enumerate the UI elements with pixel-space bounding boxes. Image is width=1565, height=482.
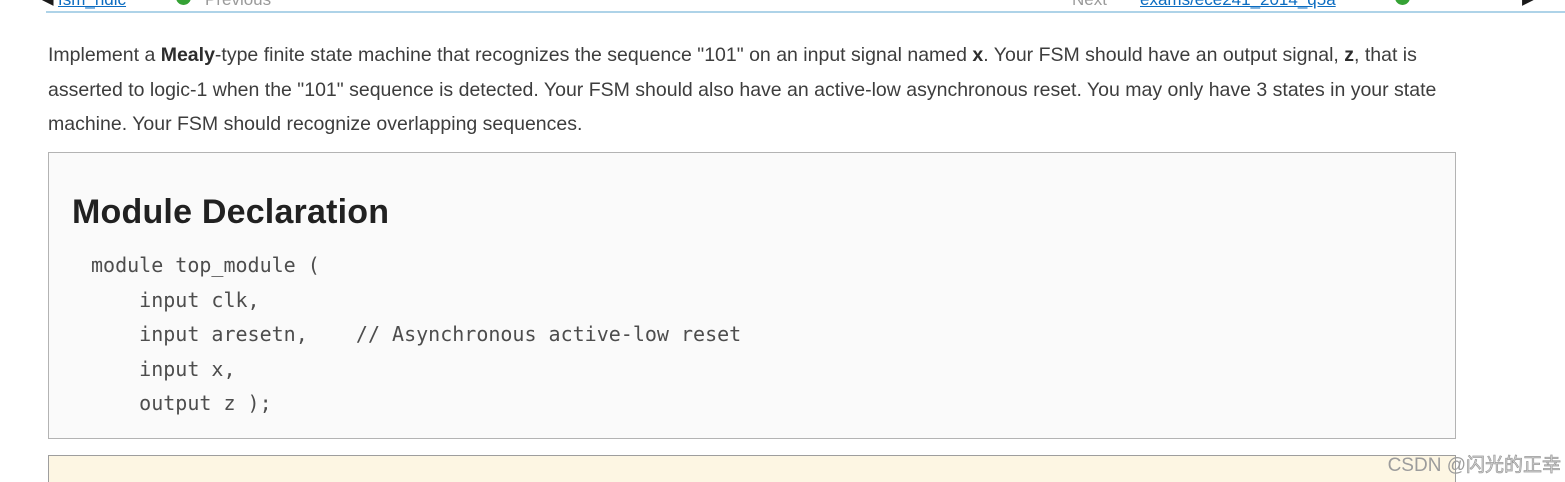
watermark-prefix: CSDN @ xyxy=(1387,455,1466,476)
module-declaration-panel: Module Declaration module top_module ( i… xyxy=(48,152,1456,439)
module-code: module top_module ( input clk, input are… xyxy=(91,253,742,415)
nav-next-problem-link[interactable]: exams/ece241_2014_q5a xyxy=(1140,0,1336,10)
top-nav: ◀ fsm_hdlc ✓ Previous Next exams/ece241_… xyxy=(0,0,1565,14)
nav-divider xyxy=(46,11,1565,13)
nav-next-label: Next xyxy=(1072,0,1107,10)
solved-check-icon: ✓ xyxy=(1395,0,1410,5)
solved-check-icon: ✓ xyxy=(176,0,191,5)
module-declaration-title: Module Declaration xyxy=(72,193,390,231)
watermark-username: 闪光的正幸 xyxy=(1465,455,1562,477)
nav-forward-icon[interactable]: ▶ xyxy=(1522,0,1534,8)
nav-previous-label: Previous xyxy=(205,0,271,10)
problem-description: Implement a Mealy-type finite state mach… xyxy=(48,44,1437,135)
code-editor-panel[interactable] xyxy=(48,455,1456,482)
csdn-watermark: CSDN @闪光的正幸 xyxy=(1387,450,1562,477)
nav-back-icon[interactable]: ◀ xyxy=(42,0,54,8)
nav-previous-problem-link[interactable]: fsm_hdlc xyxy=(58,0,126,10)
